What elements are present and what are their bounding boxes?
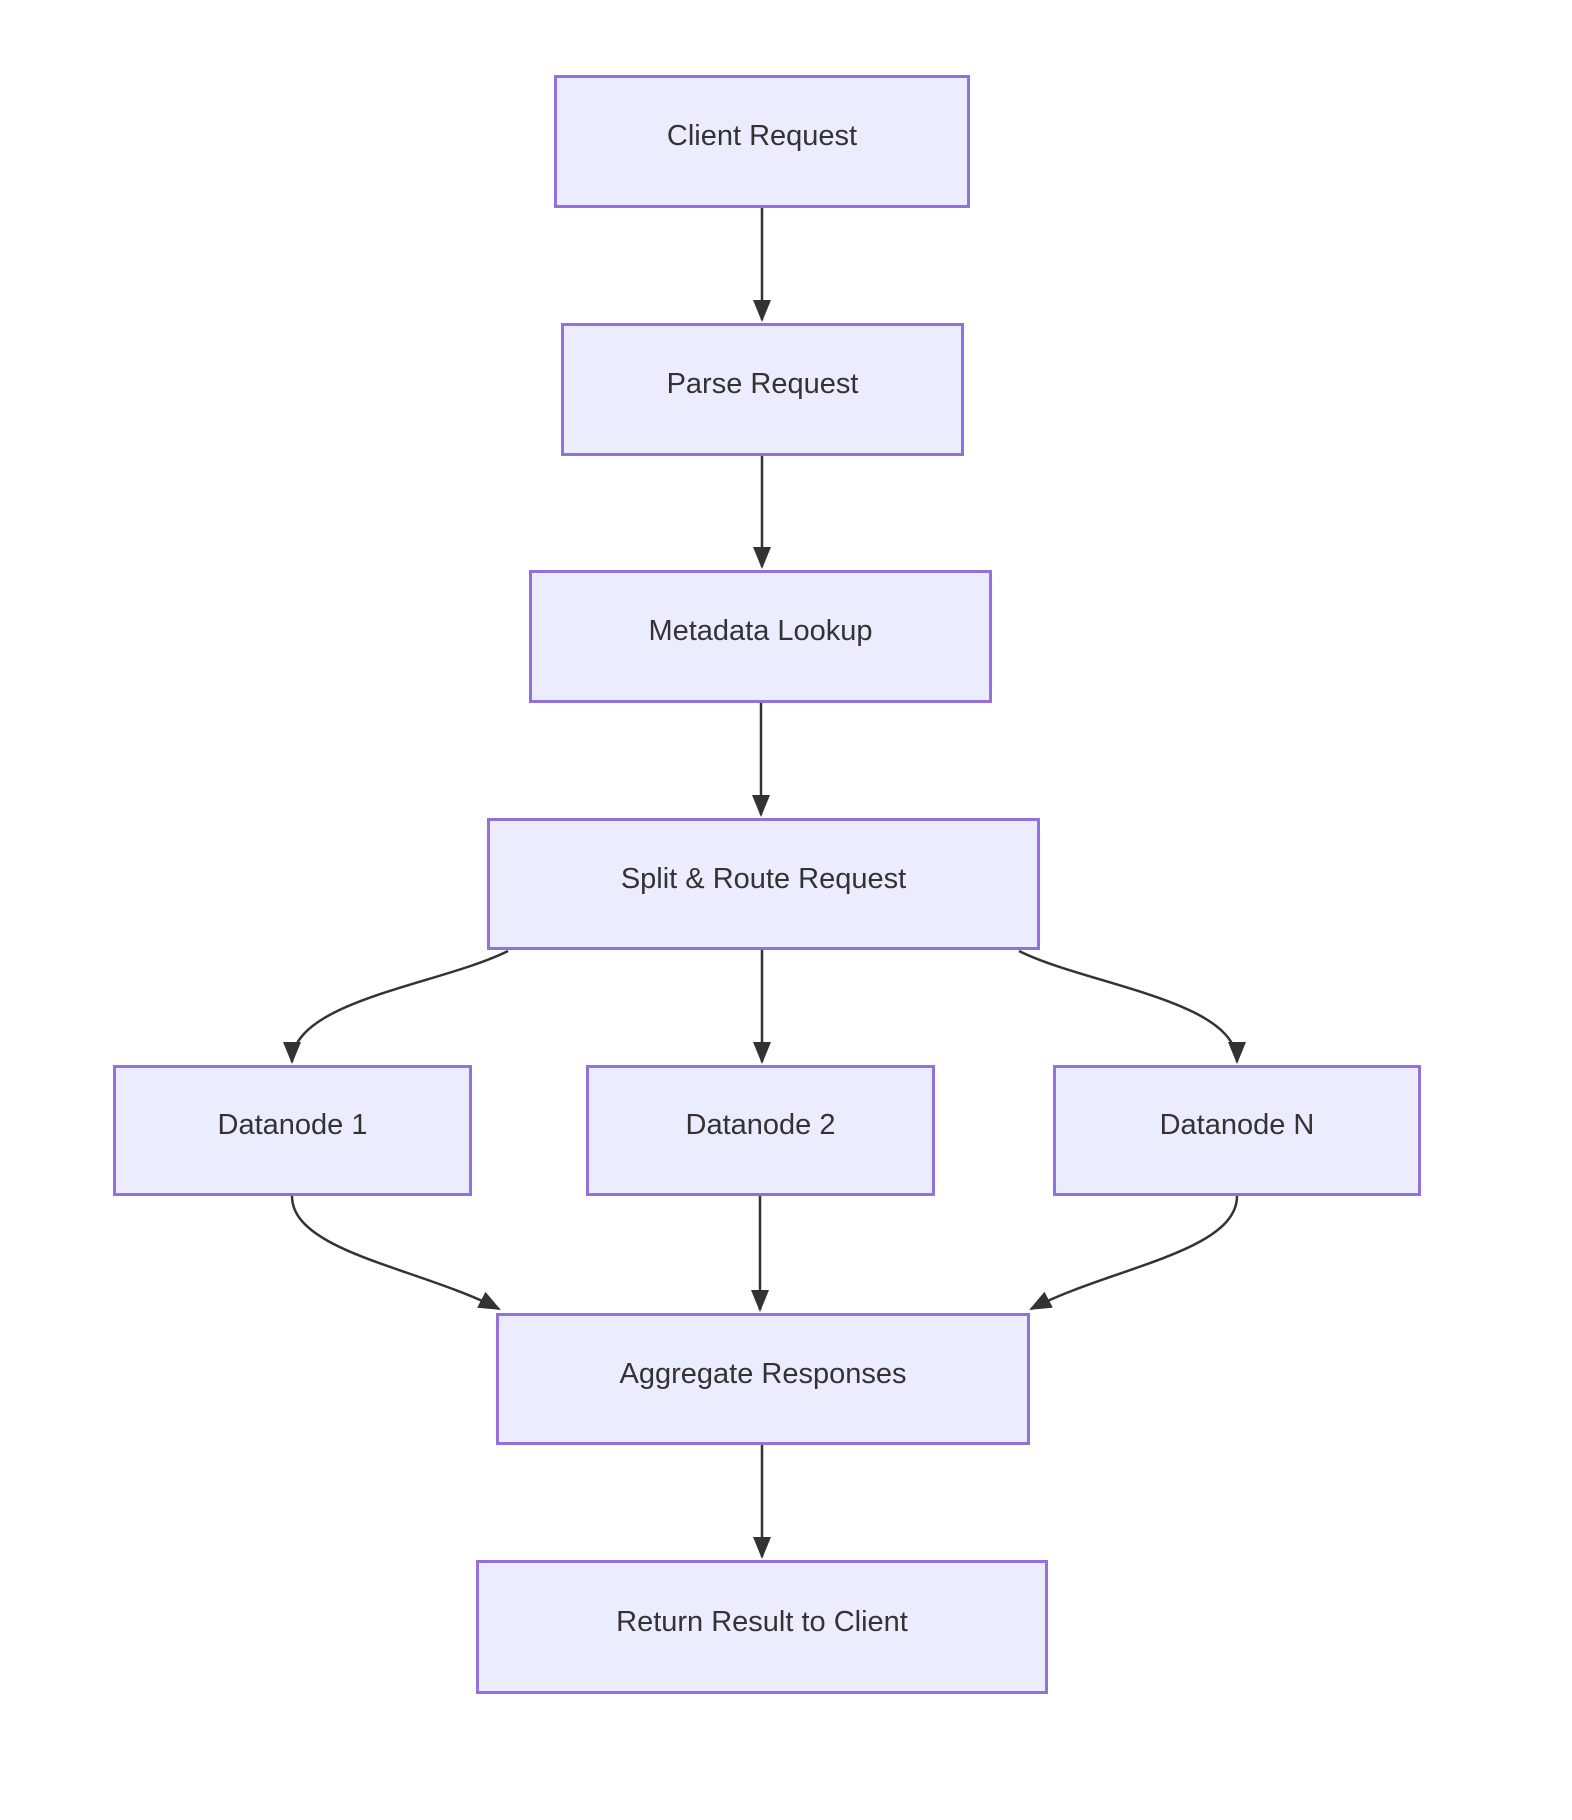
node-datanode-1: Datanode 1 — [113, 1065, 472, 1196]
node-label: Return Result to Client — [616, 1605, 908, 1638]
edge-split-to-datanodeN — [1018, 949, 1246, 1064]
node-label: Datanode 2 — [685, 1109, 836, 1141]
edge-split-to-datanode1 — [283, 949, 509, 1064]
node-label: Client Request — [666, 120, 858, 152]
node-label: Datanode N — [1159, 1109, 1315, 1141]
node-split-route-request: Split & Route Request — [487, 818, 1040, 950]
node-label: Datanode 1 — [217, 1109, 368, 1141]
node-return-result-to-client: Return Result to Client — [476, 1560, 1048, 1694]
edge-datanodeN-to-aggregate — [1029, 1195, 1239, 1311]
node-label: Metadata Lookup — [648, 615, 873, 647]
node-label: Aggregate Responses — [619, 1357, 907, 1390]
node-client-request: Client Request — [554, 75, 970, 208]
node-aggregate-responses: Aggregate Responses — [496, 1313, 1030, 1445]
node-parse-request: Parse Request — [561, 323, 964, 456]
node-datanode-n: Datanode N — [1053, 1065, 1421, 1196]
node-label: Parse Request — [666, 368, 859, 400]
node-label: Split & Route Request — [620, 862, 907, 895]
node-metadata-lookup: Metadata Lookup — [529, 570, 992, 703]
edge-datanode1-to-aggregate — [290, 1195, 501, 1311]
node-datanode-2: Datanode 2 — [586, 1065, 935, 1196]
